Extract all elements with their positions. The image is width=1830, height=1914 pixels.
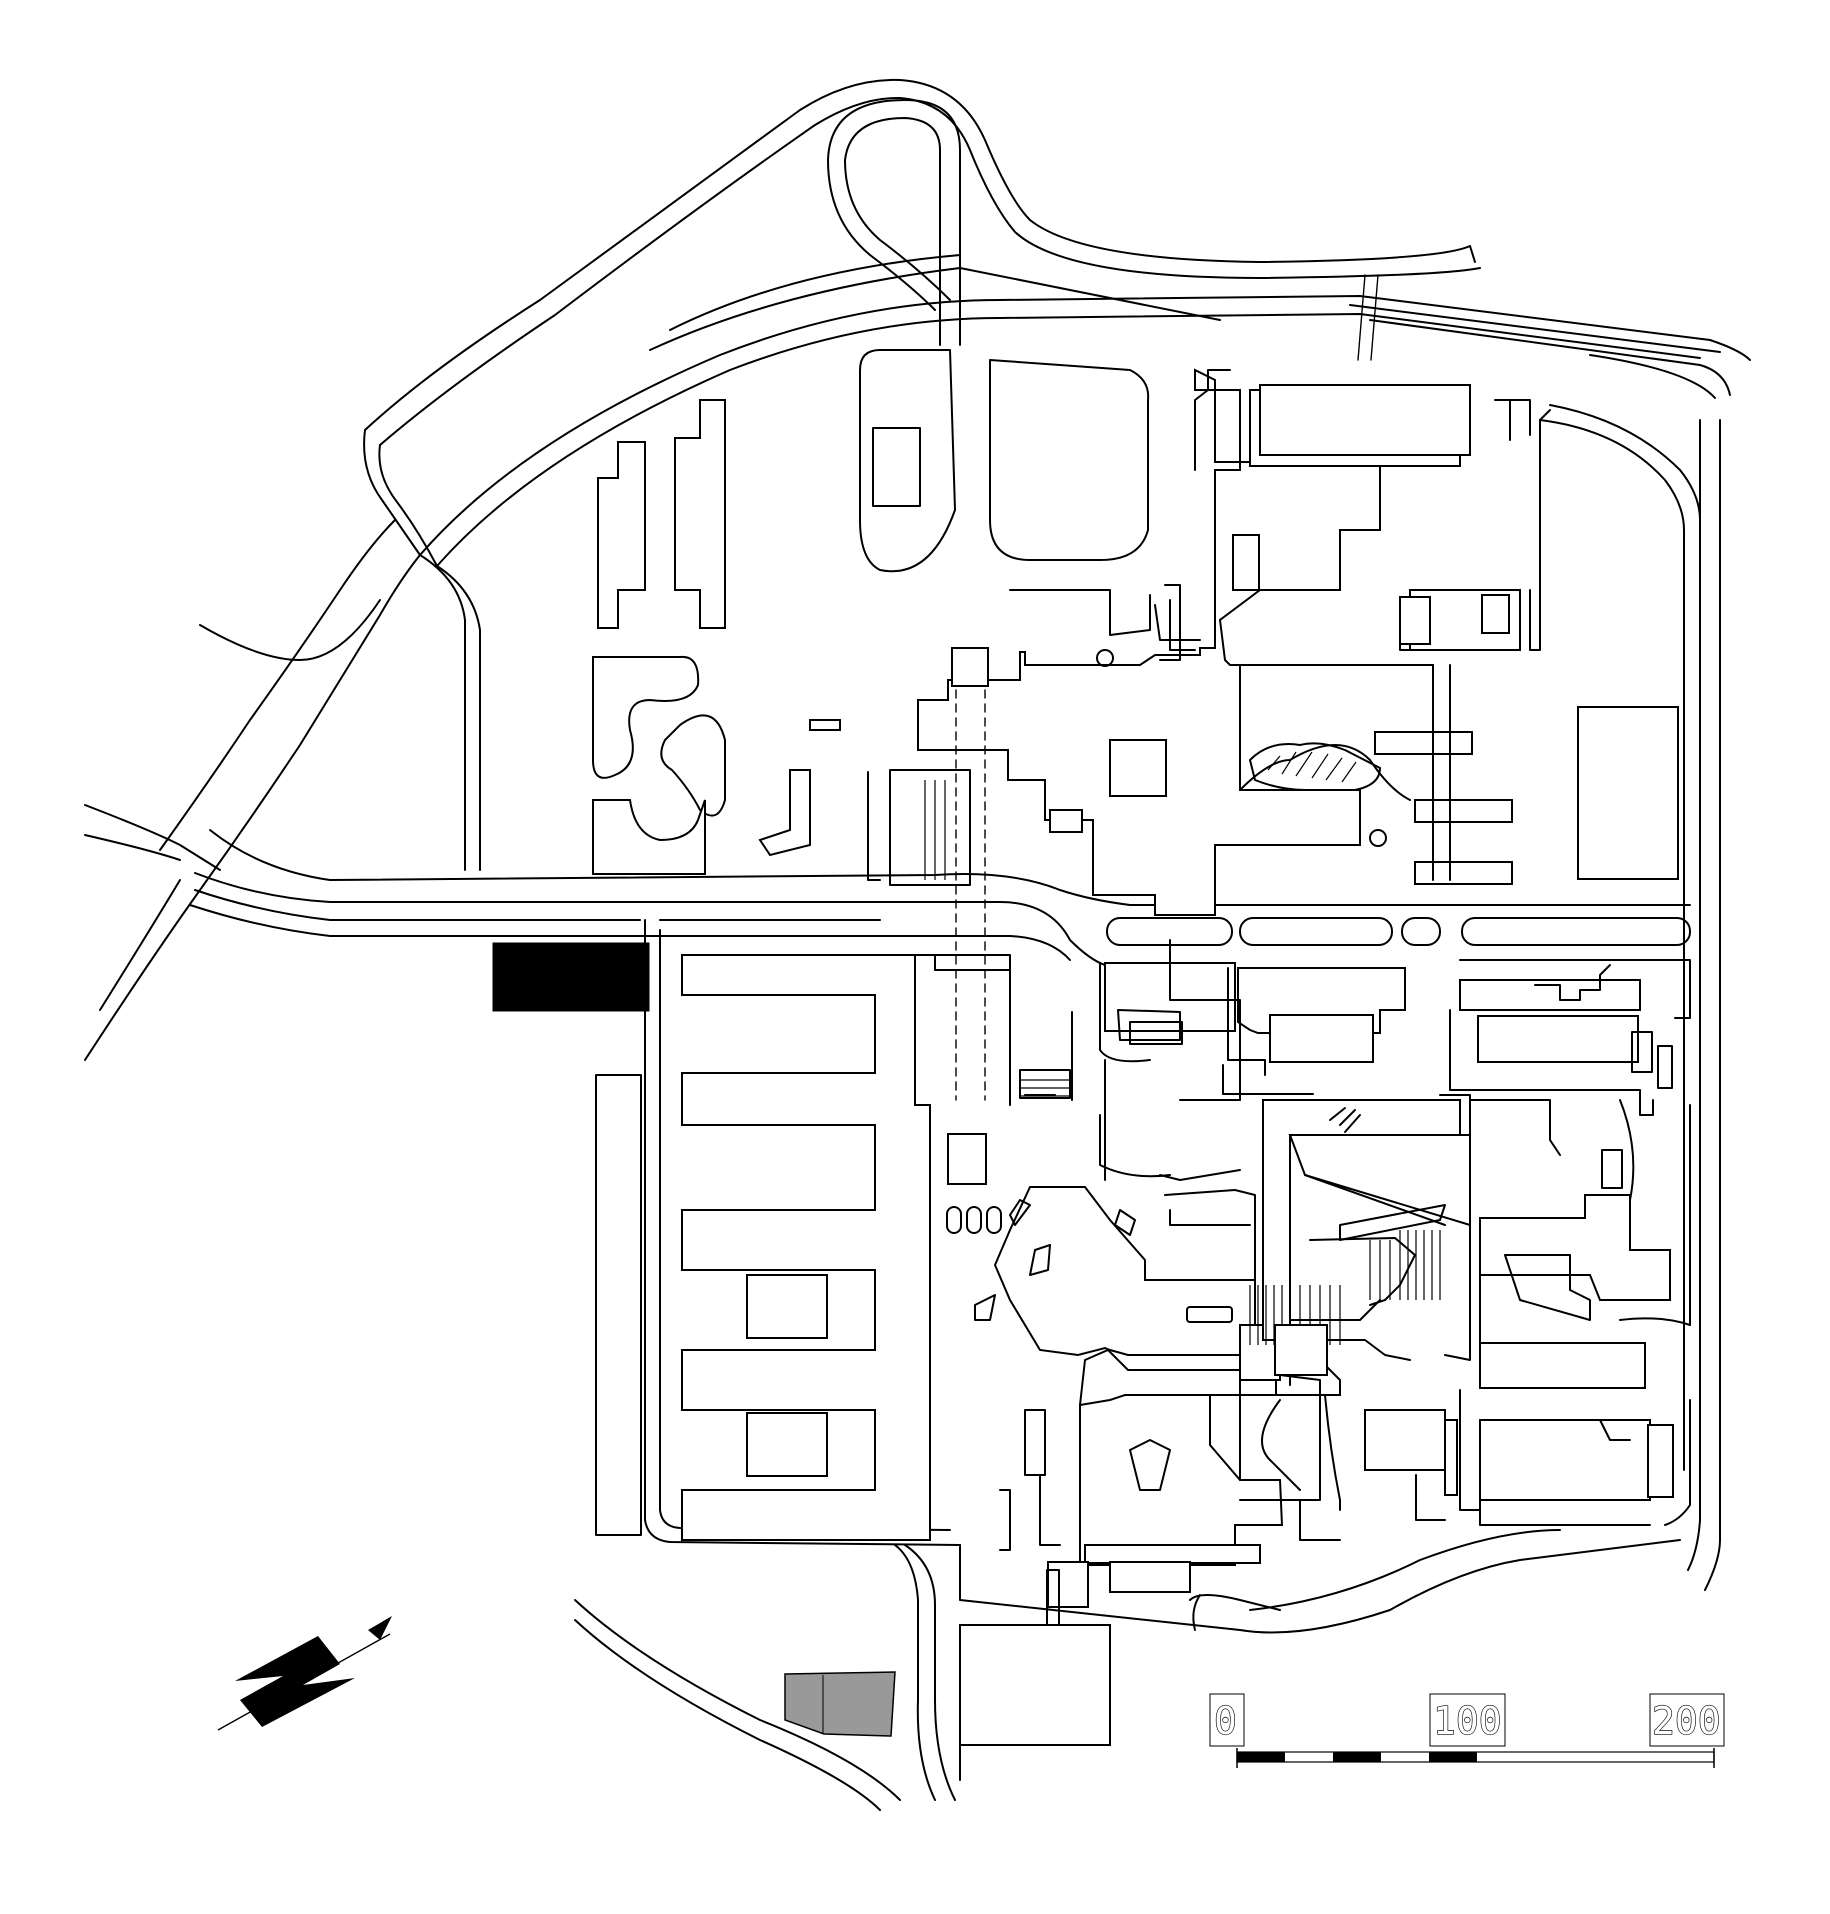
scale-segment-2 — [1333, 1752, 1381, 1762]
right-buildings — [1104, 959, 1691, 1526]
scale-bar: 0 100 200 — [1209, 1693, 1725, 1768]
scale-label-200: 200 — [1652, 1699, 1721, 1743]
scale-segment-3 — [1429, 1752, 1477, 1762]
central-complex — [917, 368, 1679, 916]
parking-area — [595, 954, 1011, 1541]
highlighted-building-black — [492, 942, 650, 1012]
road-network — [84, 78, 1751, 1811]
pond-hatch — [1267, 751, 1357, 783]
upper-left-buildings — [592, 399, 841, 875]
stair-lines — [924, 780, 946, 880]
underpass-dashes — [955, 647, 986, 1101]
scale-label-box-200 — [1649, 1693, 1725, 1747]
lower-complex — [946, 1133, 1341, 1641]
scale-label-0: 0 — [1214, 1699, 1237, 1743]
road-medians — [1106, 917, 1691, 946]
south-buildings — [959, 1594, 1201, 1781]
ovals — [946, 1206, 1002, 1234]
north-arrow-icon — [217, 1616, 392, 1731]
scale-label-100: 100 — [1433, 1699, 1502, 1743]
highlighted-building-gray — [784, 1671, 896, 1737]
scale-segment-1 — [1237, 1752, 1285, 1762]
central-spine — [1019, 939, 1471, 1501]
scale-label-box-0 — [1209, 1693, 1245, 1747]
sports-fields — [859, 349, 1150, 573]
scale-label-box-100 — [1429, 1693, 1506, 1747]
